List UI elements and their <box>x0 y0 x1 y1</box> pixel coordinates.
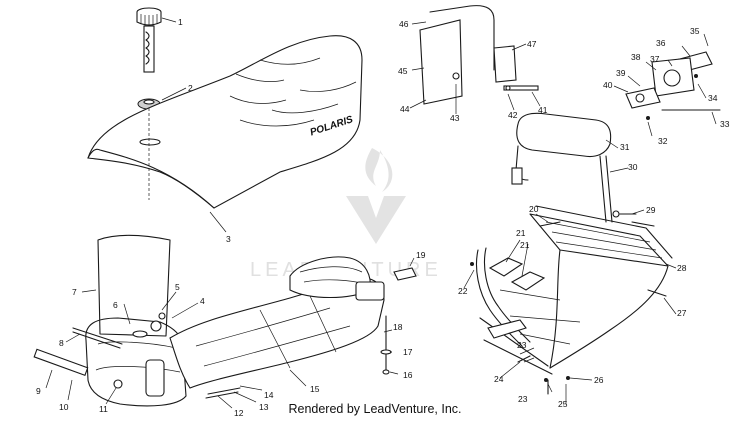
callout-47: 47 <box>527 39 537 49</box>
callout-25: 25 <box>558 399 568 409</box>
callout-13: 13 <box>259 402 269 412</box>
callout-32: 32 <box>658 136 668 146</box>
fuel-cap-assembly <box>136 7 177 73</box>
callout-18: 18 <box>393 322 403 332</box>
backrest-bracket <box>409 5 541 114</box>
grommet <box>137 87 187 110</box>
callout-31: 31 <box>620 142 630 152</box>
fastener-hardware-left <box>380 257 417 375</box>
callout-39: 39 <box>616 68 626 78</box>
backrest-pad <box>511 112 629 223</box>
callout-5: 5 <box>175 282 180 292</box>
callout-22: 22 <box>458 286 468 296</box>
callout-45: 45 <box>398 66 408 76</box>
callout-35: 35 <box>690 26 700 36</box>
callout-labels: 1 2 3 4 5 6 7 8 9 10 11 12 13 14 15 16 1… <box>36 17 730 418</box>
callout-8: 8 <box>59 338 64 348</box>
callout-44: 44 <box>400 104 410 114</box>
callout-33: 33 <box>720 119 730 129</box>
callout-46: 46 <box>399 19 409 29</box>
callout-27: 27 <box>677 308 687 318</box>
callout-24: 24 <box>494 374 504 384</box>
callout-4: 4 <box>200 296 205 306</box>
callout-23b: 23 <box>518 394 528 404</box>
callout-1: 1 <box>178 17 183 27</box>
callout-14: 14 <box>264 390 274 400</box>
callout-38: 38 <box>631 52 641 62</box>
callout-12: 12 <box>234 408 244 418</box>
callout-7: 7 <box>72 287 77 297</box>
credit-caption: Rendered by LeadVenture, Inc. <box>288 402 462 416</box>
callout-43: 43 <box>450 113 460 123</box>
callout-19: 19 <box>416 250 426 260</box>
callout-23a: 23 <box>517 340 527 350</box>
callout-37: 37 <box>650 54 660 64</box>
callout-28: 28 <box>677 263 687 273</box>
callout-11: 11 <box>99 404 108 414</box>
callout-17: 17 <box>403 347 413 357</box>
callout-20: 20 <box>529 204 539 214</box>
callout-6: 6 <box>113 300 118 310</box>
callout-26: 26 <box>594 375 604 385</box>
callout-42: 42 <box>508 110 518 120</box>
callout-21b: 21 <box>520 240 530 250</box>
callout-36: 36 <box>656 38 666 48</box>
callout-2: 2 <box>188 83 193 93</box>
callout-34: 34 <box>708 93 718 103</box>
taillight-assembly <box>613 33 721 137</box>
callout-16: 16 <box>403 370 413 380</box>
callout-3: 3 <box>226 234 231 244</box>
callout-41: 41 <box>538 105 548 115</box>
callout-30: 30 <box>628 162 638 172</box>
rear-rack <box>463 205 677 404</box>
callout-10: 10 <box>59 402 69 412</box>
callout-21a: 21 <box>516 228 526 238</box>
callout-29: 29 <box>646 205 656 215</box>
callout-9: 9 <box>36 386 41 396</box>
seat-base <box>169 256 385 389</box>
fuel-tank <box>33 234 263 409</box>
callout-40: 40 <box>603 80 613 90</box>
seat: POLARIS <box>87 35 363 233</box>
callout-15: 15 <box>310 384 320 394</box>
